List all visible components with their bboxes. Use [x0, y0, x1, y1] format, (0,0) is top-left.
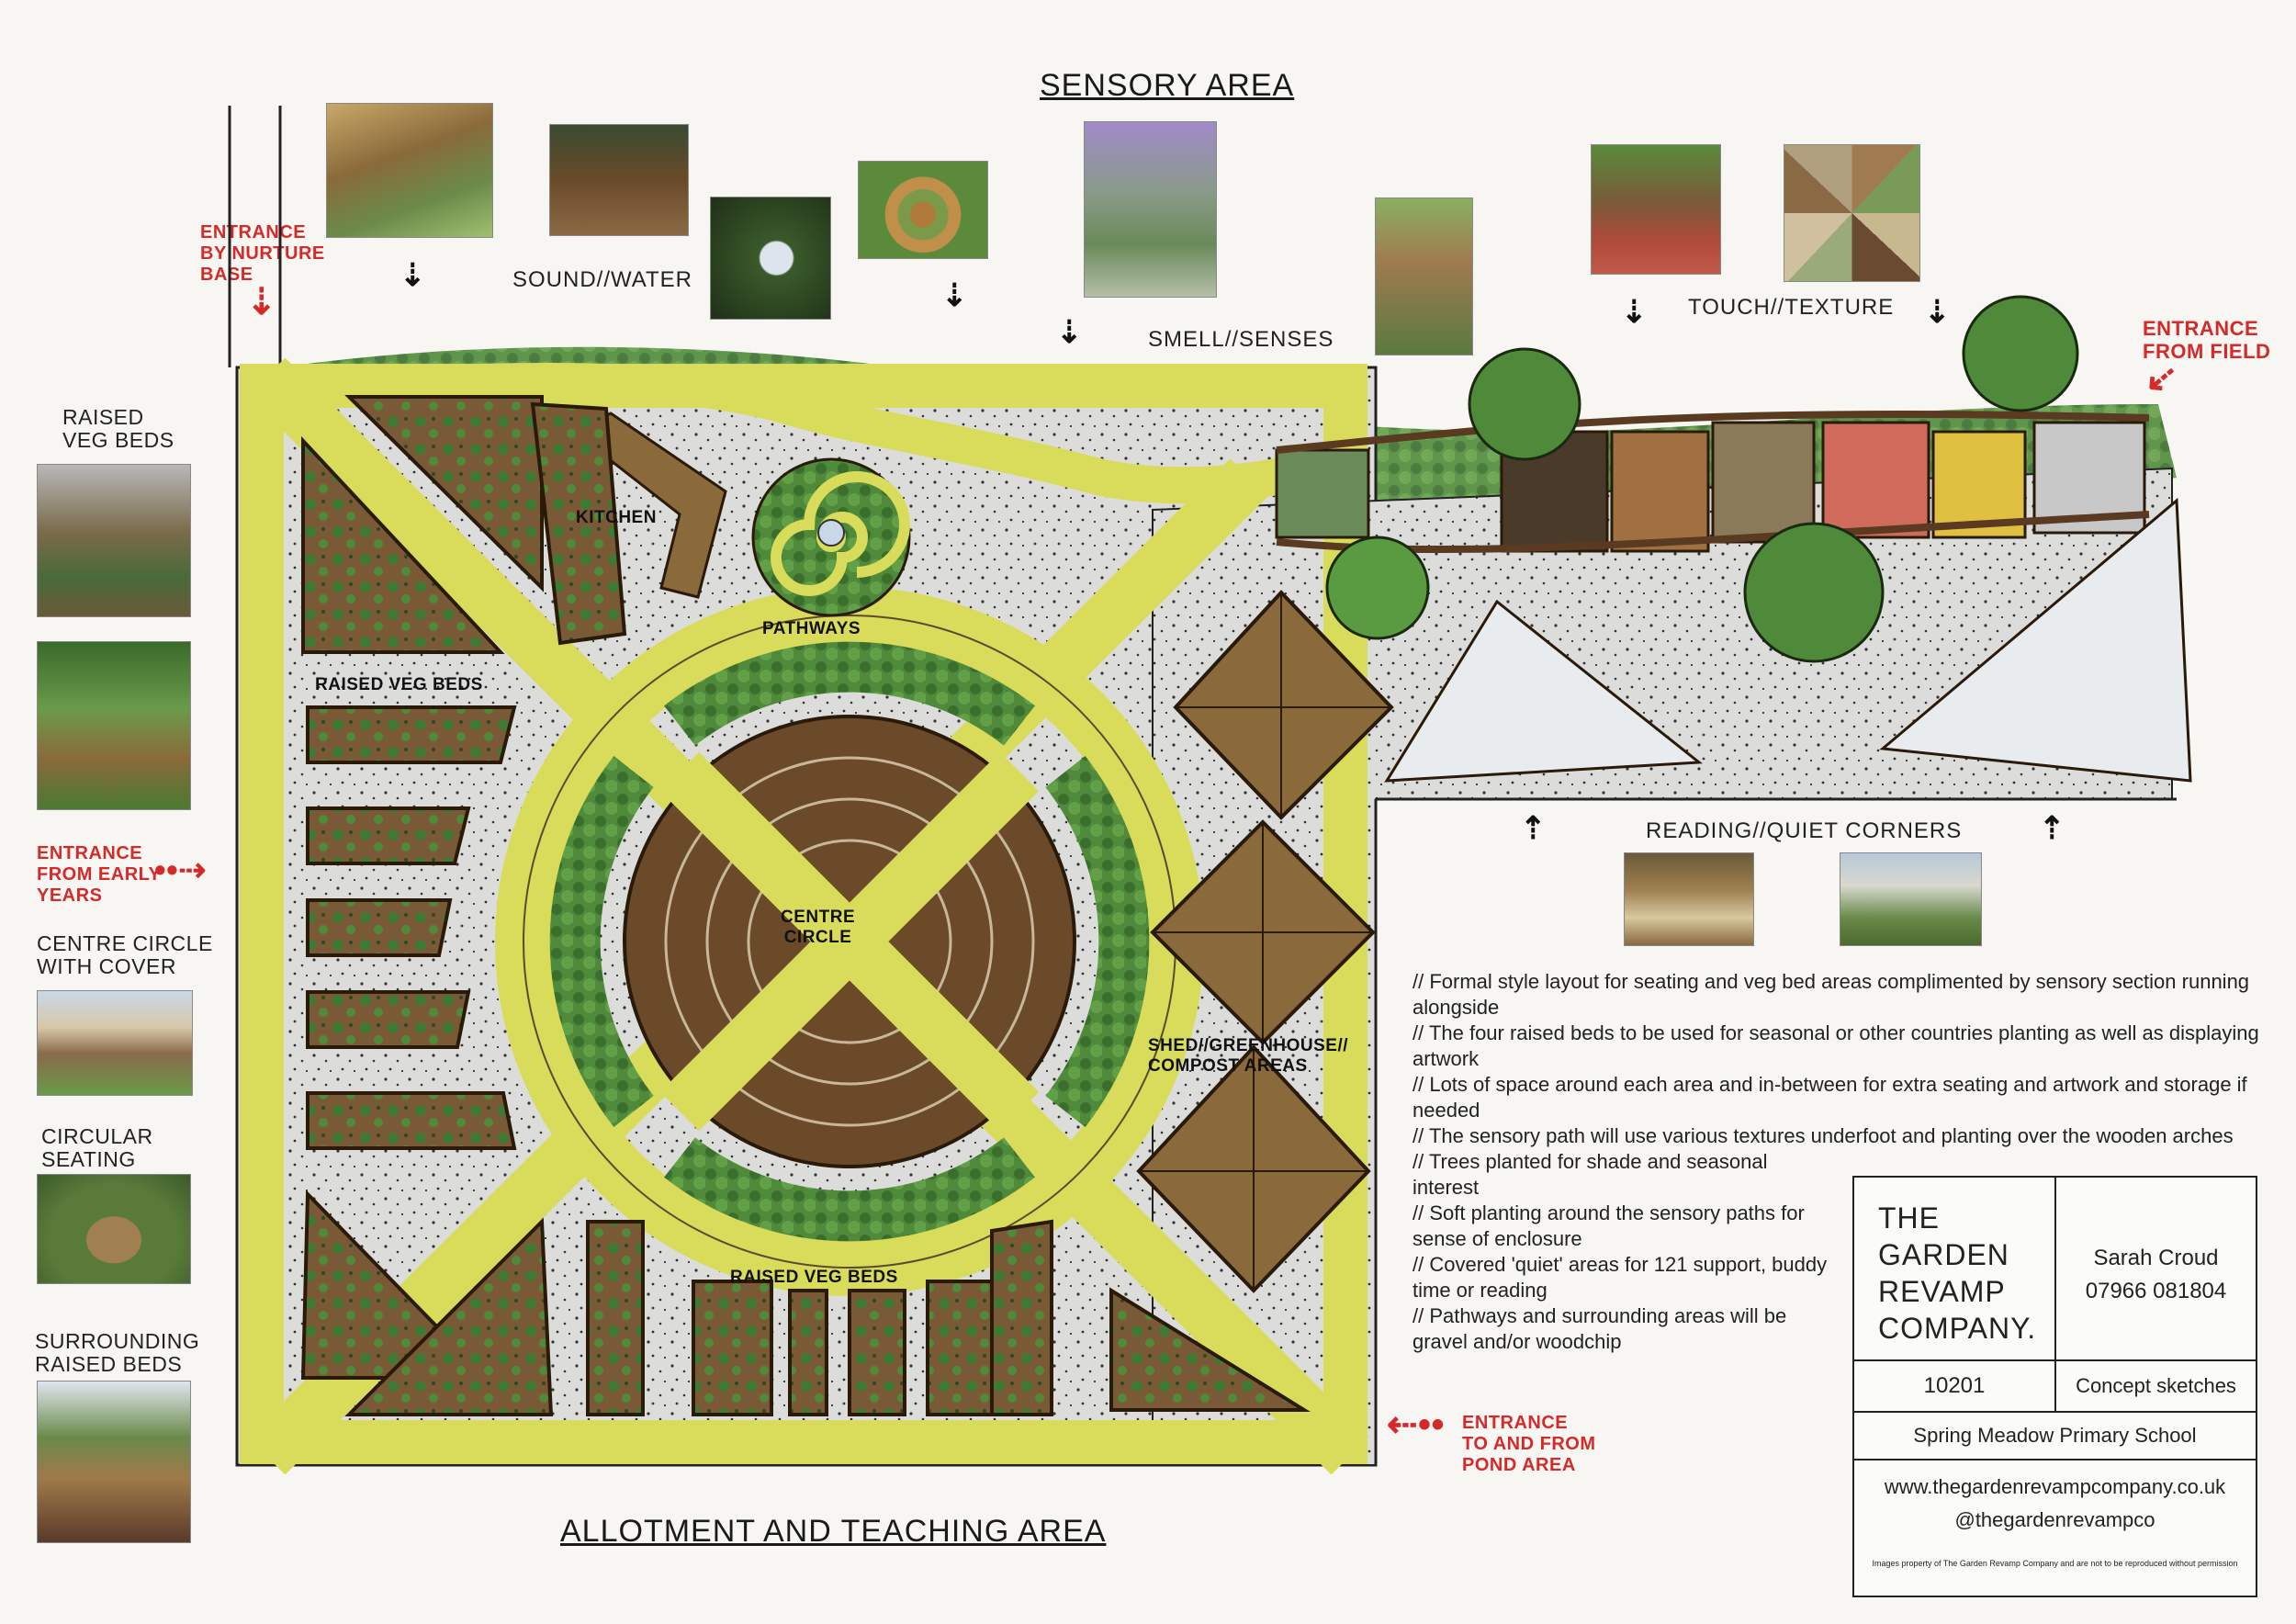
sensory-photo-water-feature [710, 197, 831, 320]
down-arrow-icon: ⇣ [941, 278, 968, 313]
plan-label-pathways: PATHWAYS [762, 619, 861, 638]
plan-label-shed-greenhouse: SHED//GREENHOUSE//COMPOST AREAS [1148, 1036, 1349, 1076]
side-photo-raised-veg-2 [37, 641, 191, 810]
photo-reading-corner [1624, 852, 1754, 946]
sensory-photo-bug-hotel [1784, 144, 1920, 282]
down-arrow-icon: ⇣ [1056, 315, 1083, 350]
sensory-photo-arch [1375, 197, 1473, 355]
website-link[interactable]: www.thegardenrevampcompany.co.uk [1884, 1475, 2226, 1498]
caption-smell-senses: SMELL//SENSES [1148, 327, 1334, 352]
note: // Pathways and surrounding areas will b… [1412, 1304, 1787, 1353]
note: // Formal style layout for seating and v… [1412, 970, 2250, 1019]
plan-label-raised-veg-bottom: RAISED VEG BEDS [730, 1268, 898, 1287]
note: // Lots of space around each area and in… [1412, 1073, 2247, 1122]
plan-label-kitchen: KITCHEN [576, 508, 657, 527]
down-arrow-icon: ⇣ [1924, 295, 1951, 330]
side-photo-circular-seating [37, 1174, 191, 1284]
disclaimer: Images property of The Garden Revamp Com… [1872, 1559, 2238, 1568]
project-number: 10201 [1854, 1361, 2056, 1413]
note: // The four raised beds to be used for s… [1412, 1021, 2259, 1070]
sensory-photo-spiral [858, 161, 988, 259]
sensory-photo-mud-kitchen [549, 124, 689, 236]
social-handle[interactable]: @thegardenrevampco [1954, 1508, 2155, 1531]
plan-label-raised-veg-top: RAISED VEG BEDS [315, 675, 483, 694]
side-photo-centre-circle [37, 990, 193, 1096]
photo-quiet-corner [1840, 852, 1982, 946]
note: // The sensory path will use various tex… [1412, 1124, 2234, 1147]
side-photo-raised-veg-1 [37, 464, 191, 617]
side-photo-surrounding-beds [37, 1381, 191, 1543]
sensory-area-title: SENSORY AREA [1040, 68, 1295, 103]
down-arrow-icon: ⇣ [1621, 295, 1648, 330]
sensory-photo-chimes [326, 103, 493, 238]
note: // Soft planting around the sensory path… [1412, 1201, 1805, 1250]
up-arrow-icon: ⇡ [1520, 811, 1547, 846]
drawing-type: Concept sketches [2056, 1361, 2256, 1413]
client-name: Spring Meadow Primary School [1854, 1413, 2256, 1460]
sensory-photo-lavender [1084, 121, 1217, 298]
caption-touch-texture: TOUCH//TEXTURE [1688, 295, 1895, 320]
down-arrow-icon: ⇣ [400, 258, 426, 293]
caption-sound-water: SOUND//WATER [512, 267, 692, 292]
design-notes: // Formal style layout for seating and v… [1412, 969, 2268, 1355]
sensory-photo-texture-path [1591, 144, 1721, 275]
up-arrow-icon: ⇡ [2039, 811, 2065, 846]
allotment-area-title: ALLOTMENT AND TEACHING AREA [560, 1514, 1107, 1549]
caption-reading-quiet: READING//QUIET CORNERS [1646, 818, 1963, 843]
note: // Trees planted for shade and seasonal … [1412, 1150, 1768, 1199]
note: // Covered 'quiet' areas for 121 support… [1412, 1253, 1828, 1302]
